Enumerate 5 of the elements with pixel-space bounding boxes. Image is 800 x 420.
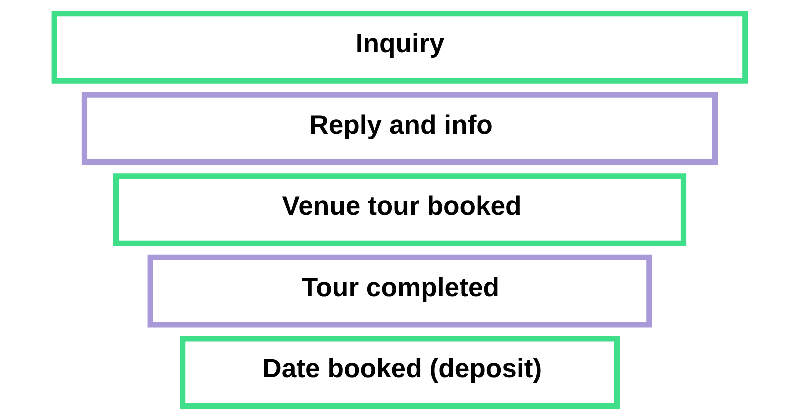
node-box: Tour completed: [148, 254, 652, 328]
node-box: Date booked (deposit): [180, 336, 620, 409]
node-box: Venue tour booked: [113, 174, 687, 246]
node-box: Inquiry: [52, 11, 748, 84]
node-box: Reply and info: [82, 92, 718, 166]
